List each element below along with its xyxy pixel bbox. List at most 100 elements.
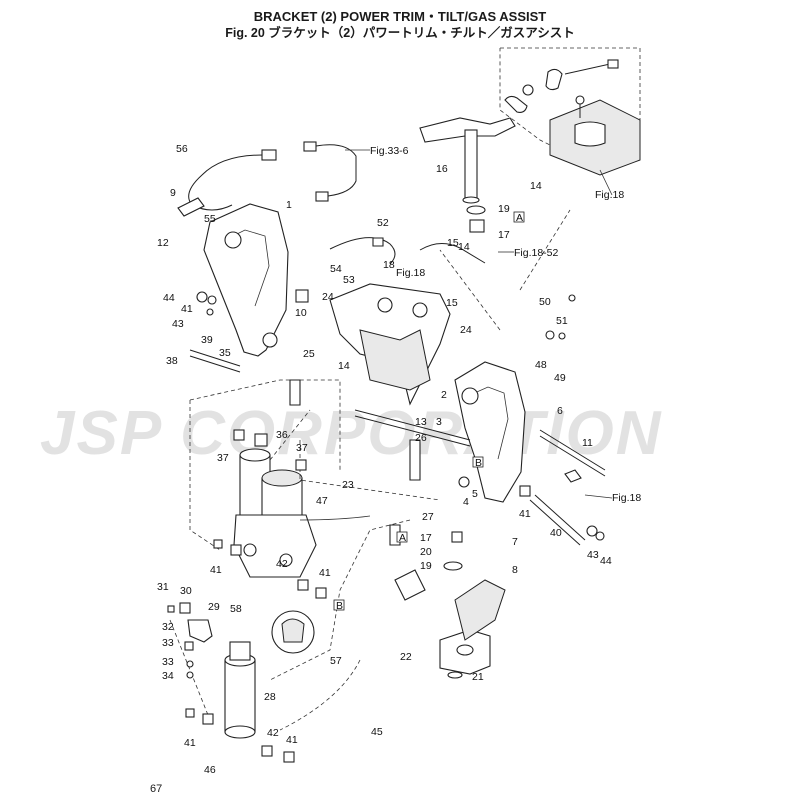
callout: 32 [162, 621, 174, 633]
marker-b-2: B [336, 600, 343, 612]
marker-a-box [513, 211, 525, 223]
callout: 24 [322, 291, 334, 303]
callout: 7 [512, 536, 518, 548]
callout: 25 [303, 348, 315, 360]
callout: 39 [201, 334, 213, 346]
callout: 12 [157, 237, 169, 249]
diagram-title: BRACKET (2) POWER TRIM・TILT/GAS ASSIST [253, 9, 547, 24]
page-number: 67 [150, 783, 163, 795]
wiring-harness [188, 141, 486, 265]
callout: 34 [162, 670, 174, 682]
callout: 6 [557, 405, 563, 417]
callout: 41 [319, 567, 331, 579]
callout: 42 [267, 727, 279, 739]
callout: 15 [446, 297, 458, 309]
marker-a-2: A [399, 532, 406, 544]
callout: 44 [600, 555, 612, 567]
callout: 2 [441, 389, 447, 401]
boxed-markers: A A B B [333, 211, 525, 612]
power-trim-tilt-unit [233, 448, 371, 578]
callout: 19 [420, 560, 432, 572]
callout: 19 [498, 203, 510, 215]
right-bracket-6 [454, 361, 526, 503]
callout: 40 [550, 527, 562, 539]
callout: 56 [176, 143, 188, 155]
marker-b: B [475, 457, 482, 469]
callout: 22 [400, 651, 412, 663]
tilt-rods [189, 349, 606, 546]
callout: 3 [436, 416, 442, 428]
callout: 51 [556, 315, 568, 327]
callout: 37 [296, 442, 308, 454]
ref-fig18-top: Fig.18 [595, 189, 624, 201]
callout: 41 [286, 734, 298, 746]
figure-title: Fig. 20 ブラケット（2）パワートリム・チルト／ガスアシスト [225, 26, 575, 40]
callout: 57 [330, 655, 342, 667]
callout: 14 [530, 180, 542, 192]
callout: 35 [219, 347, 231, 359]
callout: 13 [415, 416, 427, 428]
callout: 42 [276, 558, 288, 570]
callout: 41 [210, 564, 222, 576]
callout: 31 [157, 581, 169, 593]
callout-labels: 1 2 3 4 5 6 7 8 9 10 11 12 13 14 14 14 1… [157, 143, 612, 776]
callout: 38 [166, 355, 178, 367]
callout: 8 [512, 564, 518, 576]
callout: 54 [330, 263, 342, 275]
callout: 29 [208, 601, 220, 613]
callout: 49 [554, 372, 566, 384]
callout: 33 [162, 637, 174, 649]
gas-assist-cylinder-28 [224, 641, 256, 739]
marker-b-box-2 [333, 599, 345, 611]
marker-a: A [516, 212, 523, 224]
lower-clamp-22 [439, 579, 506, 675]
figure-references: Fig.33-6 Fig.18 Fig.18 Fig.18-52 Fig.18 [345, 145, 641, 504]
callout: 36 [276, 429, 288, 441]
callout: 58 [230, 603, 242, 615]
callout: 47 [316, 495, 328, 507]
callout: 5 [472, 488, 478, 500]
callout: 1 [286, 199, 292, 211]
callout: 43 [172, 318, 184, 330]
ref-fig18-right: Fig.18 [612, 492, 641, 504]
callout: 37 [217, 452, 229, 464]
callout: 53 [343, 274, 355, 286]
ref-fig33-6: Fig.33-6 [370, 145, 409, 157]
small-parts [167, 289, 605, 763]
inset-fig18-detail [499, 47, 641, 196]
left-bracket-1 [177, 197, 289, 357]
callout: 45 [371, 726, 383, 738]
callout: 41 [184, 737, 196, 749]
steering-arm-16 [419, 117, 516, 233]
callout: 33 [162, 656, 174, 668]
callout: 18 [383, 259, 395, 271]
callout: 41 [519, 508, 531, 520]
callout: 16 [436, 163, 448, 175]
callout: 50 [539, 296, 551, 308]
swivel-bracket [329, 283, 451, 406]
callout: 4 [463, 496, 469, 508]
marker-a-box-2 [396, 531, 408, 543]
callout: 24 [460, 324, 472, 336]
watermark: JSP CORPORATION [40, 399, 663, 468]
callout: 48 [535, 359, 547, 371]
ref-fig18-mid: Fig.18 [396, 267, 425, 279]
marker-b-box [472, 456, 484, 468]
callout: 52 [377, 217, 389, 229]
callout: 44 [163, 292, 175, 304]
callout: 28 [264, 691, 276, 703]
callout: 55 [204, 213, 216, 225]
callout: 30 [180, 585, 192, 597]
callout: 11 [582, 437, 593, 449]
callout: 27 [422, 511, 434, 523]
callout: 46 [204, 764, 216, 776]
callout: 15 [447, 237, 459, 249]
callout: 17 [498, 229, 510, 241]
callout: 17 [420, 532, 432, 544]
callout: 10 [295, 307, 307, 319]
callout: 9 [170, 187, 176, 199]
inset-detail-b [271, 610, 315, 654]
callout: 41 [181, 303, 193, 315]
